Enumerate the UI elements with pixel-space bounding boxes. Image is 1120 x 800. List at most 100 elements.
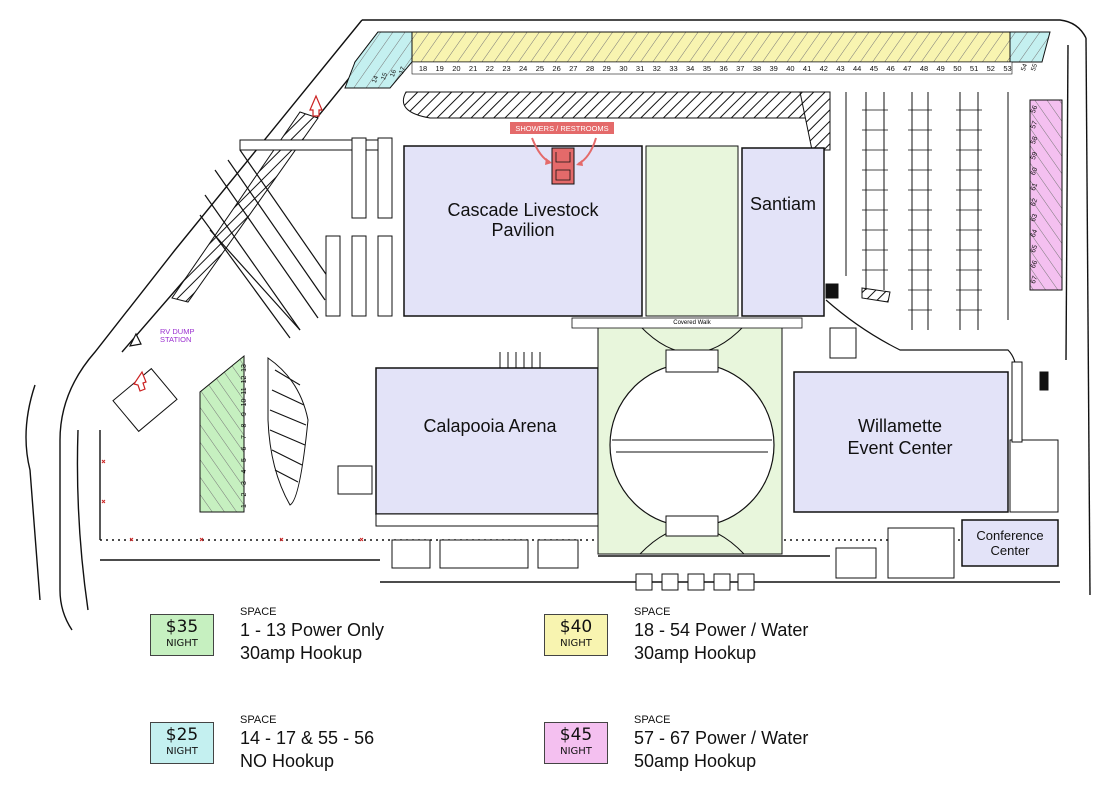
price-badge: $35 NIGHT [150, 614, 214, 656]
hookup-type: 50amp Hookup [634, 751, 757, 771]
space-number: 47 [903, 64, 911, 73]
space-range: 18 - 54 Power / Water [634, 620, 809, 640]
price: $25 [165, 725, 199, 745]
space-number: 58 [1030, 136, 1039, 146]
space-number: 34 [686, 64, 694, 73]
space-number: 20 [452, 64, 460, 73]
space-number: 16 [389, 69, 398, 79]
space-number: 15 [380, 72, 389, 82]
pink-parking-column [1029, 99, 1063, 291]
showers-label: SHOWERS / RESTROOMS [515, 124, 608, 133]
space-number: 55 [1030, 63, 1039, 73]
space-number: 19 [436, 64, 444, 73]
santiam-label: Santiam [750, 194, 816, 214]
space-label: SPACE [634, 714, 671, 726]
space-number: 63 [1030, 213, 1039, 223]
green-breezeway [645, 145, 739, 317]
space-number: 27 [569, 64, 577, 73]
per-night: NIGHT [560, 638, 592, 649]
space-number: 49 [937, 64, 945, 73]
conference-building [961, 519, 1059, 567]
space-number: 36 [719, 64, 727, 73]
price-badge: $45 NIGHT [544, 722, 608, 764]
space-number: 38 [753, 64, 761, 73]
space-number: 5 [241, 458, 248, 462]
legend-item-yellow: $40 NIGHT SPACE 18 - 54 Power / Water 30… [544, 606, 1004, 676]
space-number: 41 [803, 64, 811, 73]
space-range: 1 - 13 Power Only [240, 620, 385, 640]
per-night: NIGHT [166, 638, 198, 649]
hookup-type: NO Hookup [240, 751, 335, 771]
fence-marks [101, 459, 364, 542]
hatched-parking [171, 91, 891, 506]
small-structures [112, 283, 1059, 591]
parking-bars [325, 137, 393, 317]
space-number: 21 [469, 64, 477, 73]
space-range: 57 - 67 Power / Water [634, 728, 809, 748]
space-number: 65 [1030, 244, 1039, 254]
space-number: 28 [586, 64, 594, 73]
space-number: 61 [1030, 182, 1039, 192]
space-number: 54 [1020, 63, 1029, 73]
green-parking-block [199, 354, 245, 513]
space-number: 37 [736, 64, 744, 73]
space-number: 23 [502, 64, 510, 73]
hookup-type: 30amp Hookup [240, 643, 363, 663]
space-number: 42 [820, 64, 828, 73]
space-number: 59 [1030, 151, 1039, 161]
price-badge: $40 NIGHT [544, 614, 608, 656]
price: $40 [559, 617, 593, 637]
cascade-building [403, 145, 643, 317]
space-number: 40 [786, 64, 794, 73]
legend-item-blue: $25 NIGHT SPACE 14 - 17 & 55 - 56 NO Hoo… [150, 714, 610, 784]
per-night: NIGHT [166, 746, 198, 757]
space-number: 9 [241, 412, 248, 416]
santiam-building [741, 147, 825, 317]
space-number: 3 [241, 481, 248, 485]
per-night: NIGHT [560, 746, 592, 757]
space-number: 26 [552, 64, 560, 73]
space-label: SPACE [240, 606, 277, 618]
restroom-block [510, 122, 614, 185]
space-number: 35 [703, 64, 711, 73]
legend-item-pink: $45 NIGHT SPACE 57 - 67 Power / Water 50… [544, 714, 1004, 784]
space-number: 14 [371, 75, 380, 85]
space-number: 43 [836, 64, 844, 73]
space-number: 51 [970, 64, 978, 73]
space-number: 12 [241, 376, 248, 384]
space-number: 8 [241, 423, 248, 427]
space-label: SPACE [240, 714, 277, 726]
space-number: 44 [853, 64, 861, 73]
space-number: 62 [1030, 198, 1039, 208]
space-number: 57 [1030, 120, 1039, 130]
space-number: 25 [536, 64, 544, 73]
space-number: 22 [486, 64, 494, 73]
traffic-arrows [128, 94, 323, 392]
space-number: 30 [619, 64, 627, 73]
space-number: 24 [519, 64, 527, 73]
space-number: 4 [241, 469, 248, 473]
price-badge: $25 NIGHT [150, 722, 214, 764]
space-number: 1 [241, 504, 248, 508]
space-number: 18 [419, 64, 427, 73]
space-number: 50 [953, 64, 961, 73]
space-number: 52 [987, 64, 995, 73]
calapooia-building [375, 367, 599, 527]
space-number: 64 [1030, 229, 1039, 239]
space-number: 48 [920, 64, 928, 73]
covered-walk-label: Covered Walk [673, 320, 711, 326]
space-number: 39 [770, 64, 778, 73]
space-range: 14 - 17 & 55 - 56 [240, 728, 375, 748]
space-number: 32 [653, 64, 661, 73]
space-number: 17 [398, 66, 407, 76]
price: $35 [165, 617, 199, 637]
